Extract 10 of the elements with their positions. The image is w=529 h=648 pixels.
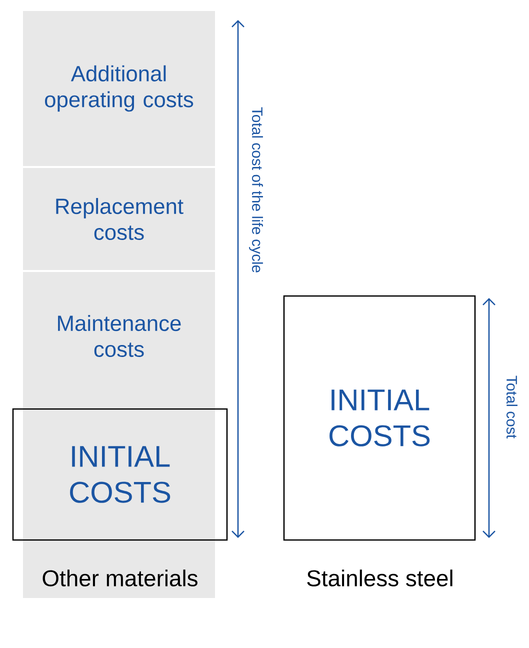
column-label: Stainless steel — [307, 570, 452, 586]
dimension-label: Total cost of the life cycle — [249, 107, 263, 272]
cost-segment: Maintenance costs — [23, 272, 215, 400]
node-label: Maintenance costs — [58, 314, 181, 358]
cost-segment: Additional operating costs — [23, 11, 215, 166]
cost-box: INITIAL COSTS — [283, 295, 476, 541]
column-label: Other materials — [42, 570, 198, 586]
cost-box: INITIAL COSTS — [12, 408, 228, 541]
dimension-label: Total cost — [506, 376, 518, 438]
cost-segment: Replacement costs — [23, 168, 215, 270]
